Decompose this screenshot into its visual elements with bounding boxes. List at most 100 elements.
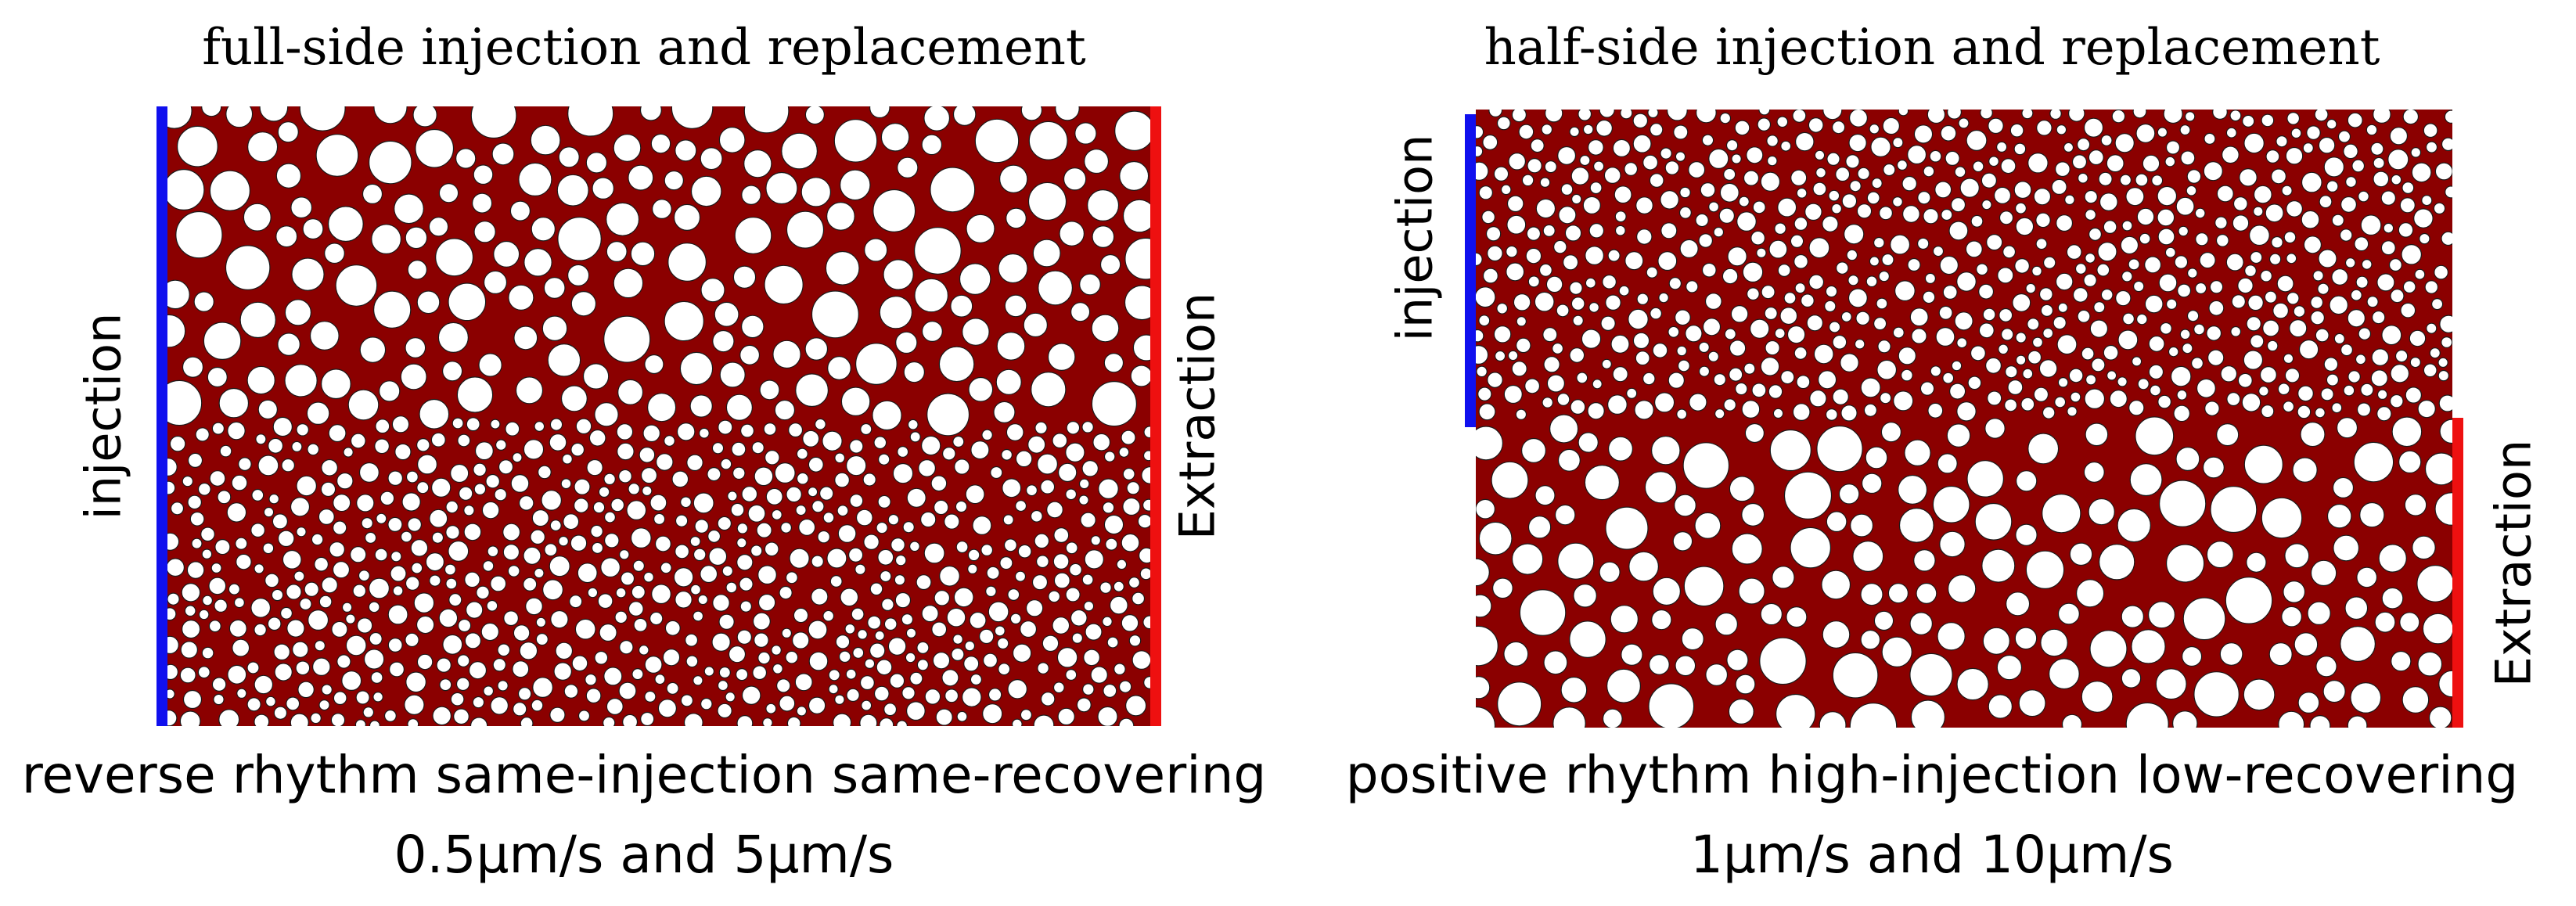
grain — [558, 535, 569, 547]
grain — [2317, 282, 2330, 295]
grain — [2409, 329, 2427, 347]
grain — [1524, 378, 1541, 394]
grain — [614, 610, 628, 624]
grain — [1901, 175, 1917, 192]
grain — [336, 654, 351, 669]
grain — [2135, 416, 2175, 456]
grain — [617, 442, 635, 461]
grain — [2031, 336, 2043, 348]
grain — [1642, 154, 1659, 171]
grain — [2319, 195, 2333, 209]
grain — [895, 331, 918, 354]
grain — [267, 617, 282, 631]
grain — [2194, 282, 2207, 295]
grain — [232, 638, 250, 657]
grain — [1917, 190, 1931, 205]
grain — [955, 541, 969, 554]
grain — [2157, 208, 2175, 227]
grain — [828, 684, 839, 695]
grain — [445, 500, 459, 514]
grain — [2348, 370, 2361, 383]
grain — [1829, 321, 1841, 333]
grain — [2155, 668, 2187, 700]
grain — [590, 524, 603, 538]
grain — [1085, 623, 1103, 641]
grain — [1948, 221, 1969, 241]
grain — [1675, 151, 1686, 162]
grain — [1818, 370, 1837, 390]
grain — [370, 671, 383, 684]
grain — [1078, 494, 1089, 505]
grain — [2293, 305, 2306, 318]
grain — [508, 284, 534, 311]
grain — [1676, 408, 1688, 420]
grain — [1585, 277, 1596, 289]
grain — [834, 472, 850, 488]
grain — [1562, 254, 1579, 271]
grain — [2202, 456, 2225, 479]
grain — [1752, 200, 1766, 214]
grain — [785, 571, 798, 584]
grain — [815, 418, 826, 430]
caption-line-1: positive rhythm high-injection low-recov… — [1345, 745, 2519, 805]
grain — [246, 661, 260, 674]
grain — [473, 483, 487, 495]
grain — [741, 185, 761, 205]
grain — [628, 164, 654, 191]
grain — [2290, 128, 2302, 139]
grain — [693, 548, 707, 562]
grain — [998, 253, 1028, 284]
grain — [1593, 160, 1605, 172]
grain — [450, 463, 470, 484]
grain — [1750, 230, 1766, 246]
extraction-bar — [2452, 418, 2463, 728]
grain — [2445, 185, 2452, 199]
grain — [1478, 185, 1494, 200]
grain — [826, 201, 855, 231]
grain — [274, 663, 293, 681]
grain — [2195, 232, 2209, 246]
grain — [1549, 414, 1579, 444]
grain — [246, 365, 275, 395]
grain — [1910, 699, 1945, 728]
grain — [2081, 347, 2095, 361]
grain — [2441, 137, 2452, 152]
grain — [502, 523, 521, 541]
grain — [263, 506, 275, 518]
grain — [2176, 389, 2188, 401]
grain — [2160, 322, 2172, 335]
grain — [1779, 307, 1798, 325]
grain — [560, 385, 588, 412]
grain — [1686, 280, 1699, 293]
grain — [167, 169, 205, 210]
grain — [1059, 221, 1085, 246]
grain — [1612, 366, 1628, 383]
grain — [2001, 328, 2014, 341]
grain — [1128, 577, 1140, 589]
grain — [2343, 143, 2358, 160]
grain — [2344, 257, 2356, 268]
grain — [542, 579, 564, 601]
grain — [2180, 150, 2196, 166]
grain — [785, 650, 799, 664]
grain — [238, 457, 252, 471]
grain — [774, 399, 796, 421]
grain — [2409, 357, 2421, 369]
grain — [2424, 452, 2452, 486]
grain — [2398, 450, 2422, 474]
grain — [1930, 365, 1942, 377]
grain — [675, 544, 690, 559]
grain — [1835, 261, 1849, 275]
grain — [1841, 193, 1858, 209]
grain — [741, 685, 761, 705]
grain — [1873, 236, 1885, 249]
grain — [2186, 268, 2198, 279]
grain — [996, 332, 1026, 361]
grain — [1131, 591, 1146, 606]
grain — [1118, 680, 1132, 693]
grain — [1079, 273, 1101, 296]
grain — [1478, 403, 1496, 421]
grain — [563, 513, 580, 530]
grain — [1688, 160, 1706, 178]
grain — [946, 607, 966, 627]
